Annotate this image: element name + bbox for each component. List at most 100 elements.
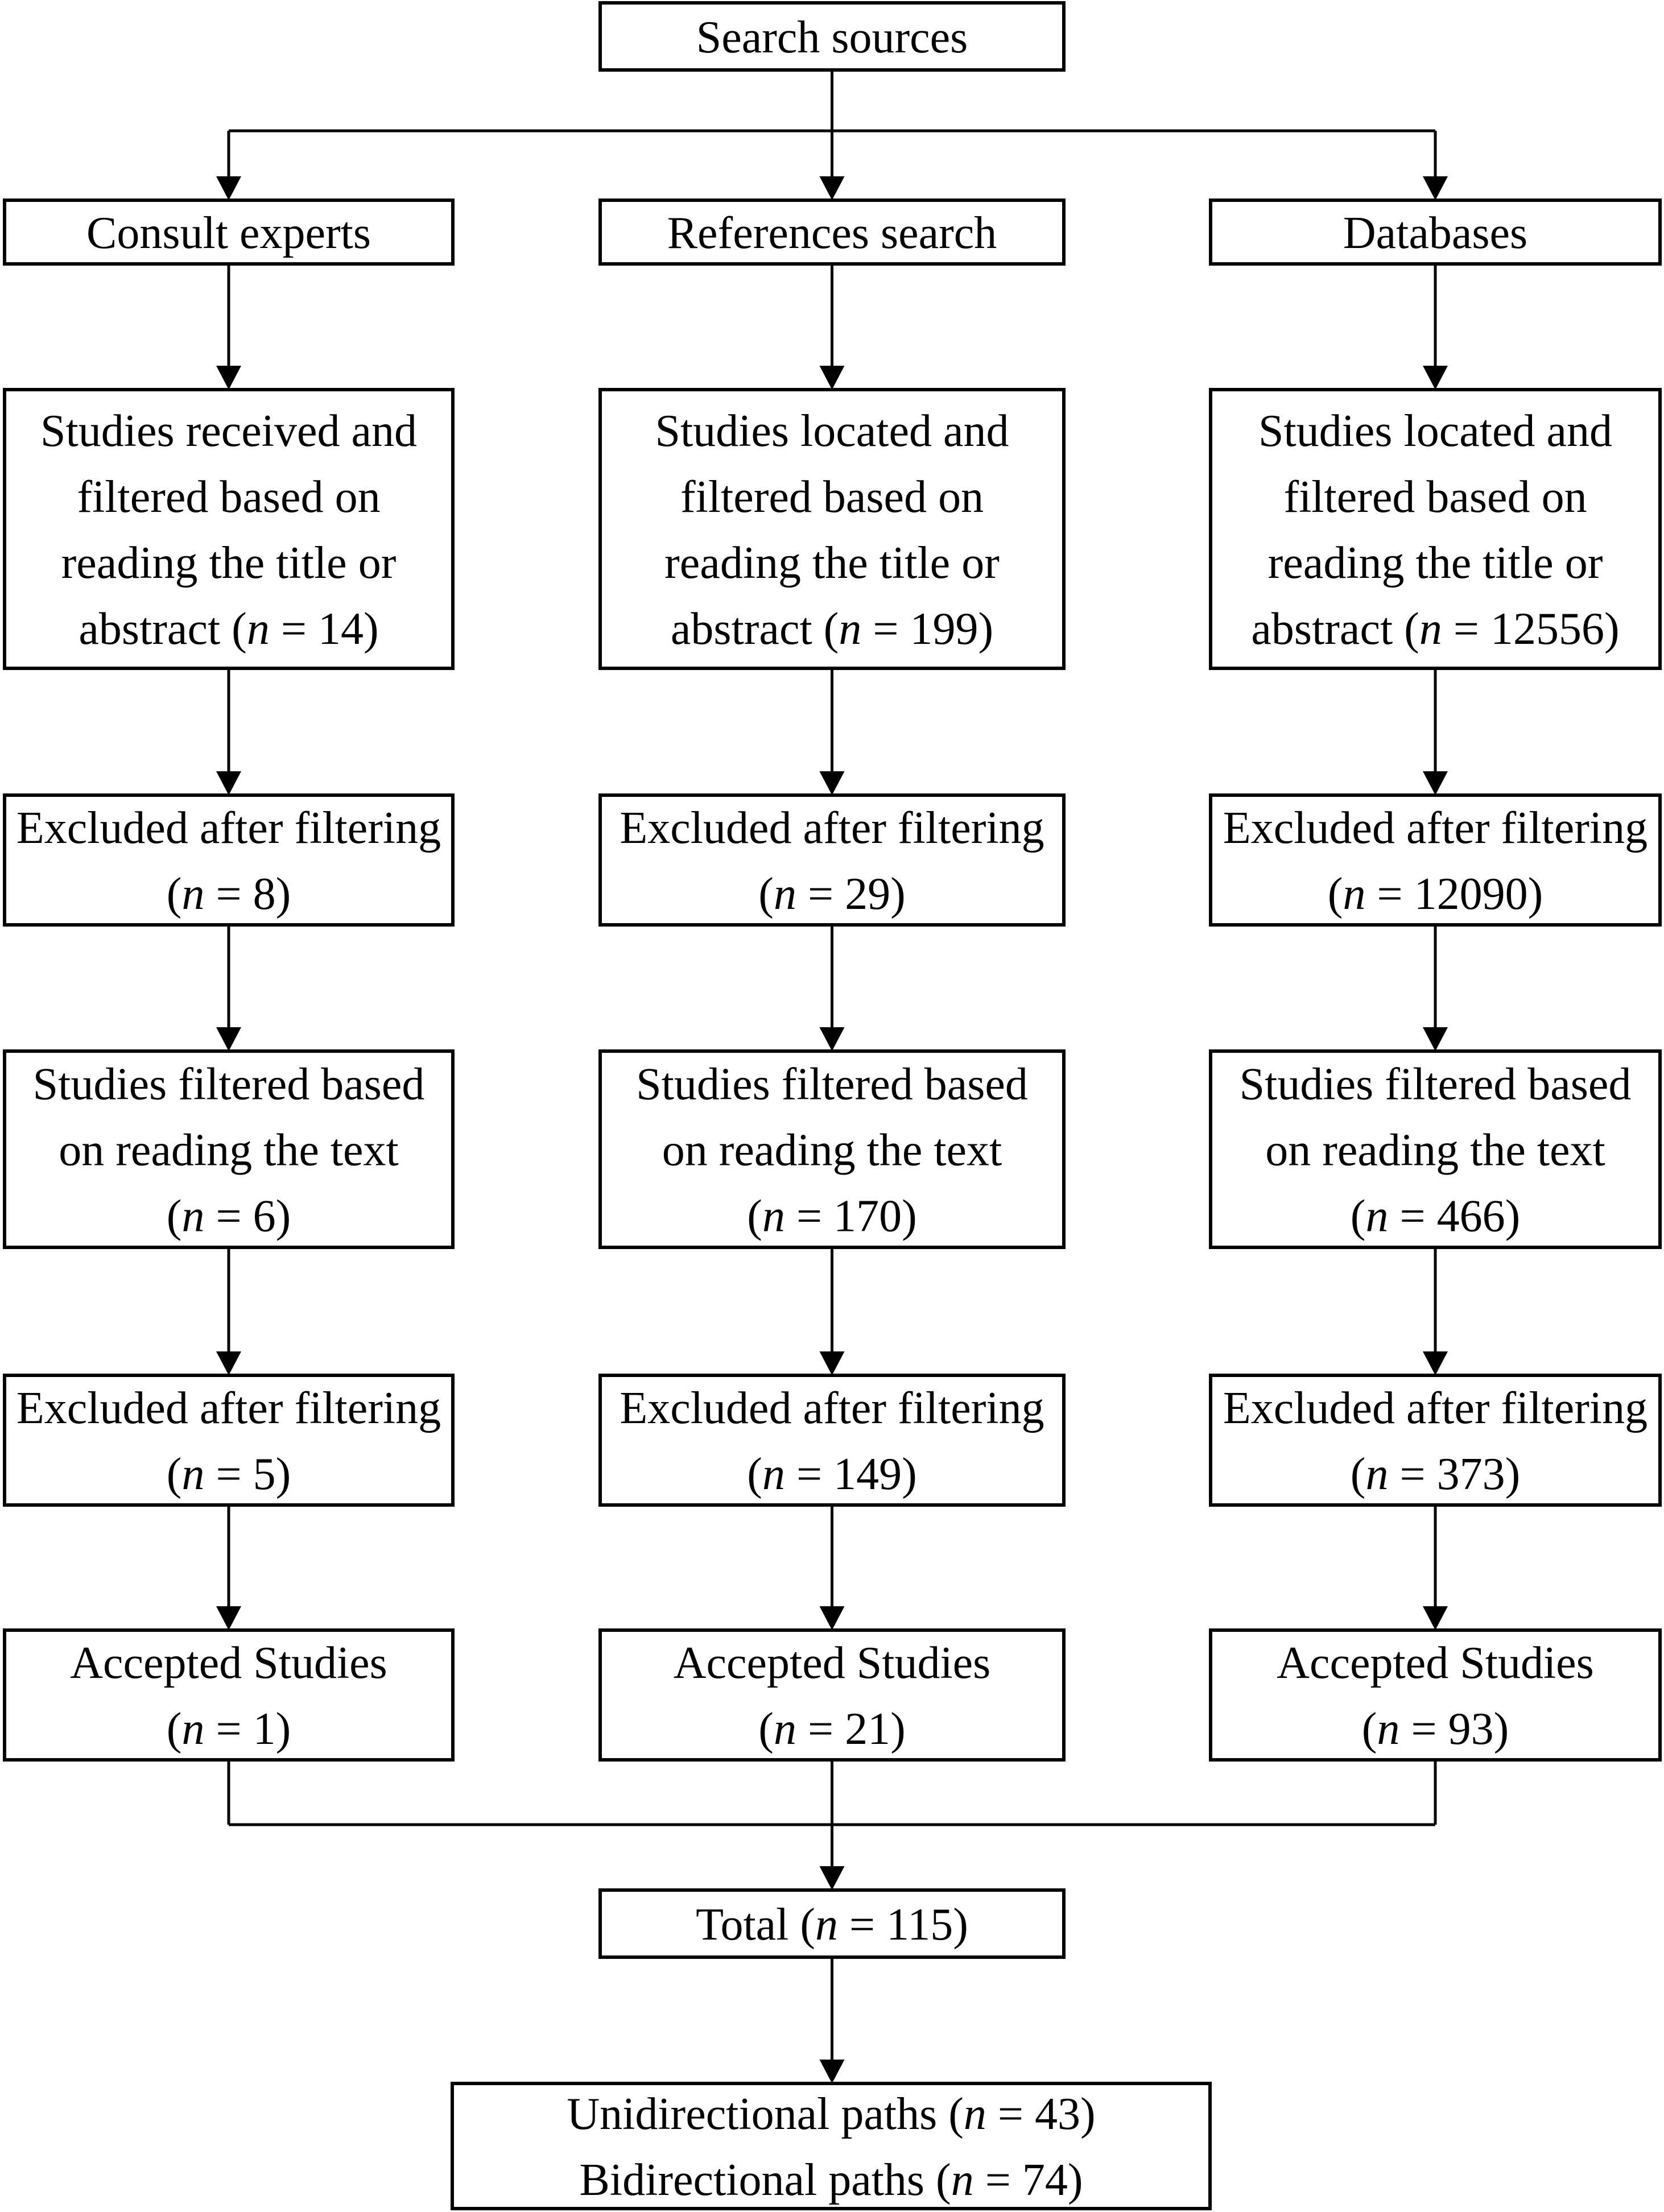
- consult-experts-excluded1-close-paren: ): [276, 869, 291, 919]
- references-search-excluded2-box-frame: [598, 1374, 1066, 1507]
- arrow-to-databases-head: [1423, 176, 1448, 200]
- unidirectional-close-paren: ): [1080, 2089, 1096, 2139]
- references-search-accepted-close-paren: ): [890, 1704, 906, 1754]
- databases-excluded2-label: Excluded after filtering: [1223, 1383, 1648, 1433]
- databases-screened-count: 12556: [1490, 604, 1604, 654]
- consult-experts-fulltext-equals: =: [204, 1192, 253, 1242]
- references-search-screened-box-frame: [598, 388, 1066, 670]
- paths-result-box-line-2: Bidirectional paths (n = 74): [580, 2155, 1083, 2205]
- consult-experts-source-box-frame: [3, 199, 455, 266]
- arrow-databases-screened-head: [1423, 366, 1448, 390]
- unidirectional-n-symbol: n: [964, 2089, 986, 2139]
- references-search-screened-text: abstract (: [671, 604, 839, 654]
- consult-experts-excluded2-close-paren: ): [276, 1449, 291, 1499]
- references-search-screened-close-paren: ): [978, 604, 993, 654]
- references-search-screened-n-symbol: n: [839, 604, 861, 654]
- consult-experts-screened-box-frame: [3, 388, 455, 670]
- consult-experts-accepted-label: Accepted Studies: [70, 1638, 387, 1688]
- search-sources-box: Search sources: [598, 1, 1066, 72]
- databases-excluded2-equals: =: [1388, 1449, 1436, 1499]
- consult-experts-accepted-box-frame: [3, 1628, 455, 1762]
- references-search-screened-box-line-2: filtered based on: [680, 472, 984, 522]
- arrow-references-search-excluded2-head: [819, 1351, 845, 1375]
- consult-experts-excluded1-n-symbol: n: [181, 869, 204, 919]
- consult-experts-screened-equals: =: [270, 604, 318, 654]
- references-search-excluded2-open-paren: (: [747, 1449, 762, 1499]
- databases-accepted-box-frame: [1209, 1628, 1662, 1762]
- references-search-fulltext-n-symbol: n: [762, 1192, 785, 1242]
- bidirectional-label: Bidirectional paths (: [580, 2155, 951, 2205]
- consult-experts-screened-text: filtered based on: [77, 472, 380, 522]
- databases-fulltext-text: on reading the text: [1265, 1126, 1605, 1176]
- references-search-accepted-box: Accepted Studies (n = 21): [598, 1628, 1066, 1762]
- databases-source-box: Databases: [1209, 199, 1662, 266]
- references-search-excluded2-count: 149: [833, 1449, 902, 1499]
- references-search-accepted-label: Accepted Studies: [674, 1638, 991, 1688]
- references-search-excluded2-label: Excluded after filtering: [620, 1383, 1044, 1433]
- databases-excluded1-count: 12090: [1414, 869, 1528, 919]
- references-search-excluded1-equals: =: [796, 869, 845, 919]
- consult-experts-screened-n-symbol: n: [247, 604, 270, 654]
- references-search-accepted-box-frame: [598, 1628, 1066, 1762]
- references-search-source-box: References search: [598, 199, 1066, 266]
- databases-accepted-n-symbol: n: [1377, 1704, 1399, 1754]
- databases-screened-box-line-3: reading the title or: [1268, 538, 1603, 588]
- references-search-accepted-box-line-2: (n = 21): [758, 1704, 905, 1754]
- consult-experts-fulltext-close-paren: ): [276, 1192, 291, 1242]
- arrow-to-total-head: [819, 1866, 845, 1890]
- references-search-excluded1-box-line-2: (n = 29): [758, 869, 905, 919]
- references-search-fulltext-box-line-2: on reading the text: [662, 1126, 1002, 1176]
- databases-source-label: Databases: [1343, 208, 1527, 258]
- references-search-screened-equals: =: [861, 604, 910, 654]
- databases-fulltext-close-paren: ): [1505, 1192, 1521, 1242]
- references-search-fulltext-close-paren: ): [902, 1192, 917, 1242]
- consult-experts-screened-box-line-2: filtered based on: [77, 472, 380, 522]
- databases-fulltext-box-frame: [1209, 1049, 1662, 1249]
- total-n-symbol: n: [815, 1900, 838, 1950]
- databases-excluded2-box: Excluded after filtering(n = 373): [1209, 1374, 1662, 1507]
- consult-experts-screened-box-line-4: abstract (n = 14): [79, 604, 378, 654]
- unidirectional-count: 43: [1035, 2089, 1080, 2139]
- references-search-excluded2-box-line-2: (n = 149): [747, 1449, 916, 1499]
- databases-fulltext-box-line-2: on reading the text: [1265, 1126, 1605, 1176]
- arrow-databases-excluded1-head: [1423, 771, 1448, 795]
- references-search-excluded1-box-frame: [598, 793, 1066, 927]
- databases-fulltext-box: Studies filtered based on reading the tex…: [1209, 1049, 1662, 1249]
- databases-excluded1-box-frame: [1209, 793, 1662, 927]
- total-equals: =: [838, 1900, 886, 1950]
- databases-fulltext-box-line-3: (n = 466): [1351, 1192, 1520, 1242]
- consult-experts-screened-close-paren: ): [364, 604, 379, 654]
- references-search-fulltext-count: 170: [833, 1192, 902, 1242]
- databases-accepted-close-paren: ): [1494, 1704, 1509, 1754]
- consult-experts-fulltext-n-symbol: n: [181, 1192, 204, 1242]
- references-search-fulltext-box-line-1: Studies filtered based: [636, 1060, 1028, 1110]
- arrow-consult-experts-screened-head: [216, 366, 241, 390]
- databases-excluded1-label: Excluded after filtering: [1223, 803, 1648, 853]
- databases-accepted-equals: =: [1399, 1704, 1448, 1754]
- references-search-excluded1-count: 29: [845, 869, 890, 919]
- arrow-databases-fulltext-head: [1423, 1027, 1448, 1051]
- references-search-excluded1-open-paren: (: [758, 869, 774, 919]
- arrow-databases-accepted-head: [1423, 1606, 1448, 1630]
- unidirectional-equals: =: [986, 2089, 1035, 2139]
- databases-screened-text: abstract (: [1251, 604, 1419, 654]
- databases-accepted-open-paren: (: [1362, 1704, 1377, 1754]
- consult-experts-excluded2-box-frame: [3, 1374, 455, 1507]
- databases-excluded1-box-line-1: Excluded after filtering: [1223, 803, 1648, 853]
- databases-excluded1-box-line-2: (n = 12090): [1328, 869, 1543, 919]
- consult-experts-excluded2-box-line-2: (n = 5): [167, 1449, 291, 1499]
- consult-experts-excluded1-box: Excluded after filtering(n = 8): [3, 793, 455, 927]
- consult-experts-fulltext-box-line-2: on reading the text: [59, 1126, 399, 1176]
- databases-screened-close-paren: ): [1604, 604, 1620, 654]
- consult-experts-accepted-equals: =: [204, 1704, 253, 1754]
- references-search-screened-box-line-3: reading the title or: [664, 538, 1000, 588]
- consult-experts-excluded1-open-paren: (: [167, 869, 182, 919]
- databases-screened-n-symbol: n: [1419, 604, 1442, 654]
- arrow-references-search-screened-head: [819, 366, 845, 390]
- paths-result-box-frame: [451, 2082, 1212, 2210]
- references-search-fulltext-box: Studies filtered based on reading the tex…: [598, 1049, 1066, 1249]
- references-search-excluded2-n-symbol: n: [762, 1449, 785, 1499]
- total-count: 115: [886, 1900, 953, 1950]
- databases-fulltext-text: Studies filtered based: [1240, 1060, 1632, 1110]
